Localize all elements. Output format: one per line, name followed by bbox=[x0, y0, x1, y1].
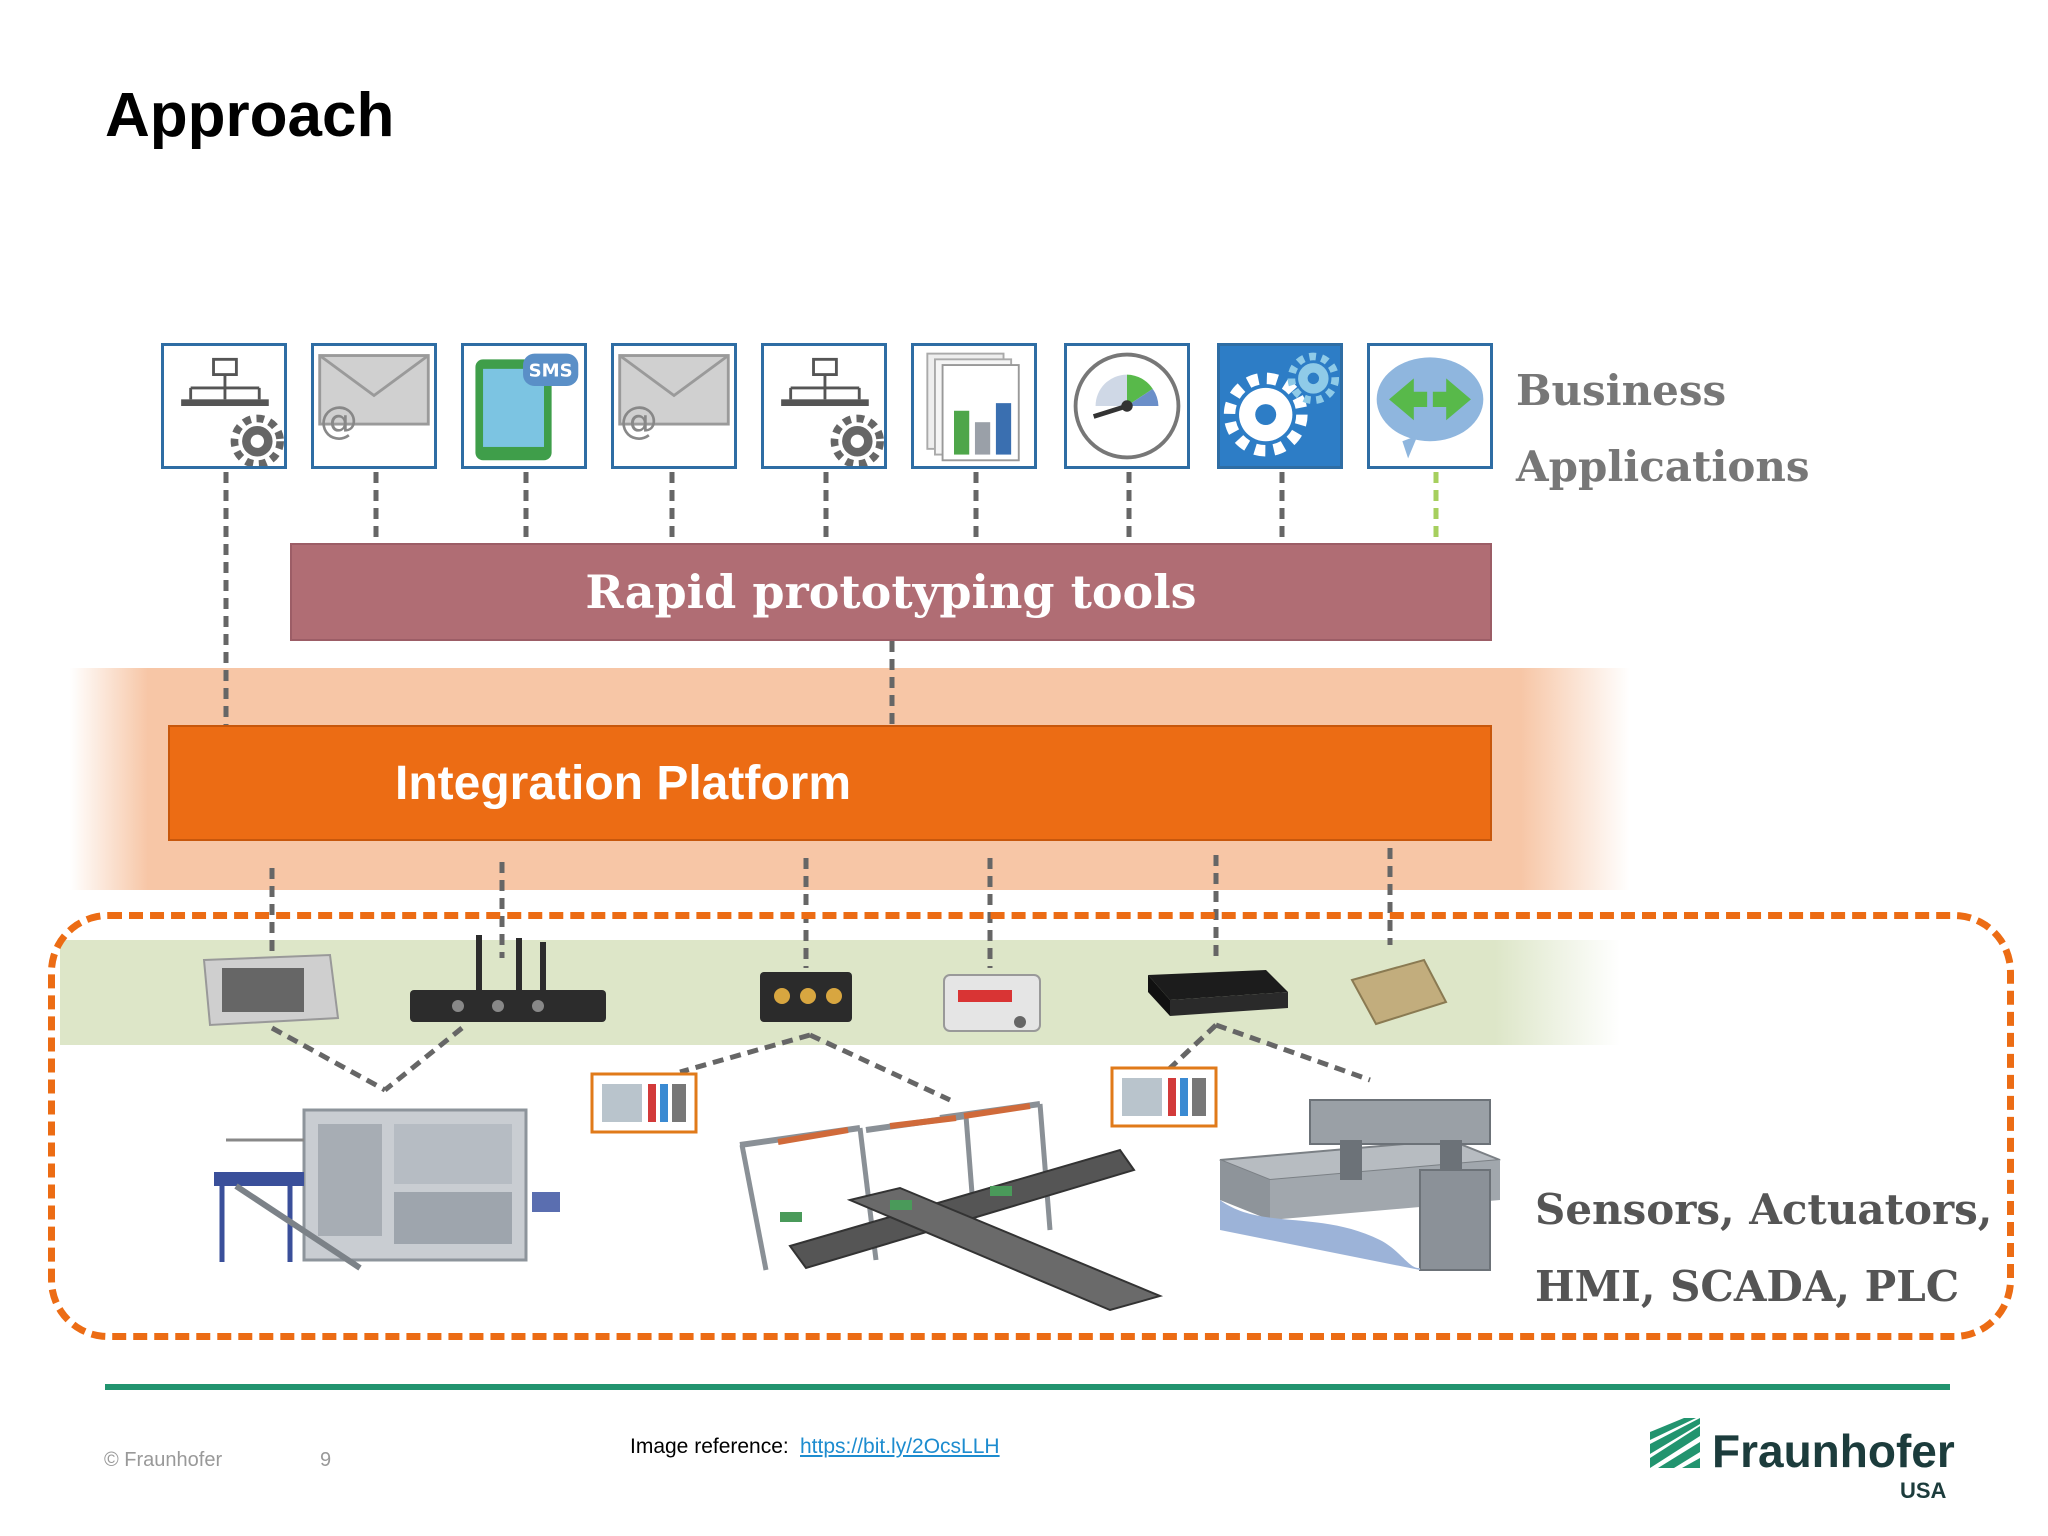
svg-text:@: @ bbox=[320, 399, 358, 443]
embedded-controller-icon bbox=[760, 972, 852, 1022]
plc-thumbnail-right bbox=[1110, 1066, 1218, 1128]
sms-phone-icon: SMS bbox=[461, 343, 587, 469]
gears-icon bbox=[1217, 343, 1343, 469]
business-label-line-1: Business bbox=[1516, 366, 1727, 415]
io-module-icon bbox=[943, 974, 1041, 1032]
report-chart-icon bbox=[911, 343, 1037, 469]
assembly-line-icon bbox=[739, 1101, 1164, 1312]
fraunhofer-logo-text: Fraunhofer bbox=[1712, 1425, 1955, 1477]
email-icon: @ bbox=[611, 343, 737, 469]
svg-text:@: @ bbox=[620, 399, 658, 443]
network-gear-icon bbox=[161, 343, 287, 469]
machining-station-icon bbox=[1219, 1099, 1501, 1271]
fraunhofer-logo-icon bbox=[1650, 1418, 1700, 1468]
hmi-panel-icon bbox=[202, 953, 340, 1027]
footer-rule bbox=[105, 1384, 1950, 1390]
network-gear-icon bbox=[761, 343, 887, 469]
image-reference-link[interactable]: https://bit.ly/2OcsLLH bbox=[800, 1435, 1000, 1458]
svg-text:SMS: SMS bbox=[529, 360, 573, 381]
email-icon: @ bbox=[311, 343, 437, 469]
copyright-text: © Fraunhofer bbox=[104, 1449, 223, 1471]
slide-title: Approach bbox=[105, 81, 395, 150]
gauge-icon bbox=[1064, 343, 1190, 469]
sensors-label-line-1: Sensors, Actuators, bbox=[1535, 1185, 1993, 1234]
sensors-label-line-2: HMI, SCADA, PLC bbox=[1535, 1262, 1960, 1311]
gateway-box-icon bbox=[1148, 970, 1288, 1016]
image-reference-label: Image reference: bbox=[630, 1435, 789, 1458]
router-icon bbox=[410, 935, 606, 1022]
sensor-module-icon bbox=[1350, 958, 1448, 1026]
rapid-prototyping-bar: Rapid prototyping tools bbox=[290, 543, 1492, 641]
exchange-arrows-icon bbox=[1367, 343, 1493, 469]
fraunhofer-logo-sub: USA bbox=[1900, 1478, 1947, 1503]
business-label-line-2: Applications bbox=[1516, 442, 1810, 491]
page-number: 9 bbox=[320, 1449, 332, 1471]
device-layer-frame bbox=[48, 912, 2014, 1340]
plc-thumbnail-left bbox=[590, 1072, 698, 1134]
integration-platform-bar: Integration Platform bbox=[168, 725, 1492, 841]
packaging-machine-icon bbox=[214, 1108, 560, 1271]
